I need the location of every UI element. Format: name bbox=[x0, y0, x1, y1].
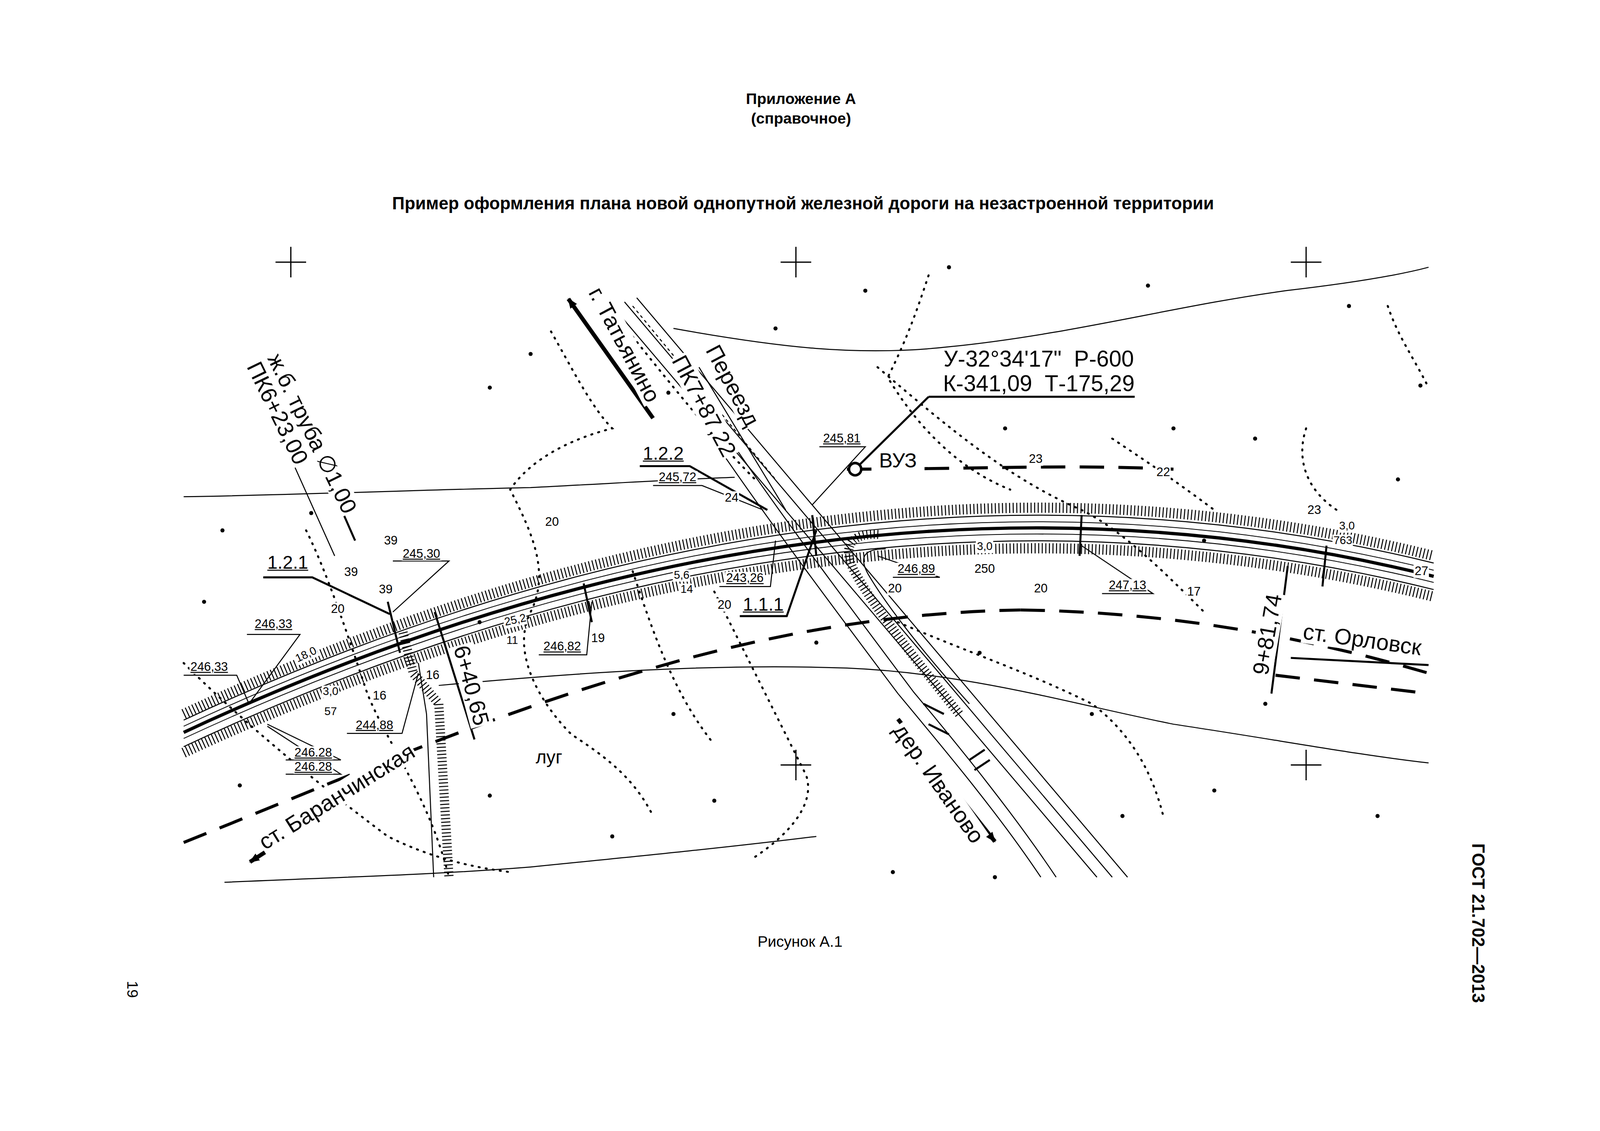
plan-label: ст. Баранчинская bbox=[253, 739, 420, 855]
plan-label: 246,33 bbox=[253, 618, 294, 631]
plan-label: 22 bbox=[1155, 465, 1172, 479]
plan-label: 245,30 bbox=[401, 547, 442, 561]
plan-label: 11 bbox=[505, 635, 520, 647]
plan-label: 246.28 bbox=[293, 746, 334, 760]
plan-label: 57 bbox=[323, 706, 339, 719]
curve-parameters: К-341,09 Т-175,29 bbox=[942, 371, 1136, 396]
plan-label: 20 bbox=[716, 598, 733, 612]
plan-label: 23 bbox=[1027, 452, 1044, 466]
plan-label: 246,33 bbox=[189, 661, 230, 674]
plan-label: 9+81,74 bbox=[1248, 591, 1287, 678]
plan-label: 27 bbox=[1413, 564, 1429, 578]
plan-label: 5,6 bbox=[672, 569, 691, 582]
curve-parameters: У-32°34'17" Р-600 bbox=[942, 347, 1135, 371]
plan-label: 246,89 bbox=[896, 562, 937, 576]
plan-label: 244,88 bbox=[354, 719, 395, 732]
plan-label: 14 bbox=[679, 583, 694, 596]
direction-label: г. Татьянино bbox=[583, 282, 666, 407]
plan-label: 16 bbox=[371, 689, 388, 703]
caption: Рисунок А.1 bbox=[756, 933, 844, 950]
plan-label: 1.1.1 bbox=[741, 595, 785, 615]
appendix-note: (справочное) bbox=[750, 110, 853, 127]
plan-label: 19 bbox=[589, 632, 606, 646]
plan-label: 3,0 bbox=[321, 686, 340, 699]
plan-label: луг bbox=[534, 748, 564, 768]
plan-label: 246.28 bbox=[293, 760, 334, 774]
plan-label: 246,82 bbox=[542, 640, 583, 654]
plan-label: 39 bbox=[377, 583, 394, 597]
plan-label: дер. Иваново bbox=[888, 718, 990, 849]
plan-label: 3,0 bbox=[1338, 520, 1356, 533]
plan-label: 243,26 bbox=[724, 572, 765, 585]
plan-label: 6+40,65 bbox=[449, 642, 494, 730]
plan-label: 247,13 bbox=[1107, 579, 1148, 593]
plan-label: 1.2.2 bbox=[641, 444, 685, 464]
plan-label: 245,72 bbox=[657, 471, 698, 485]
vertex-label: ВУЗ bbox=[878, 450, 918, 472]
appendix-heading: Приложение А bbox=[745, 90, 858, 107]
plan-label: ст. Орловск bbox=[1300, 619, 1424, 660]
plan-label: 20 bbox=[886, 582, 903, 595]
plan-label: 20 bbox=[544, 515, 560, 529]
plan-label: 24 bbox=[723, 491, 740, 505]
plan-label: 25,2 bbox=[502, 612, 529, 629]
plan-label: 250 bbox=[973, 562, 996, 576]
title: Пример оформления плана новой однопутной… bbox=[390, 194, 1215, 214]
plan-label: 39 bbox=[382, 534, 399, 548]
plan-label: 23 bbox=[1306, 503, 1323, 517]
page-number: 19 bbox=[124, 980, 141, 1000]
plan-label: 20 bbox=[1032, 582, 1049, 595]
plan-label: 39 bbox=[343, 566, 359, 579]
plan-label: 1.2.1 bbox=[266, 553, 310, 573]
plan-label: 17 bbox=[1186, 585, 1202, 599]
standard-code: ГОСТ 21.702—2013 bbox=[1468, 842, 1487, 1005]
plan-label: 20 bbox=[329, 602, 346, 616]
plan-label: 245,81 bbox=[822, 432, 862, 446]
plan-label: 3,0 bbox=[975, 541, 994, 553]
plan-label: 763 bbox=[1332, 534, 1354, 547]
plan-label: 16 bbox=[424, 669, 441, 683]
